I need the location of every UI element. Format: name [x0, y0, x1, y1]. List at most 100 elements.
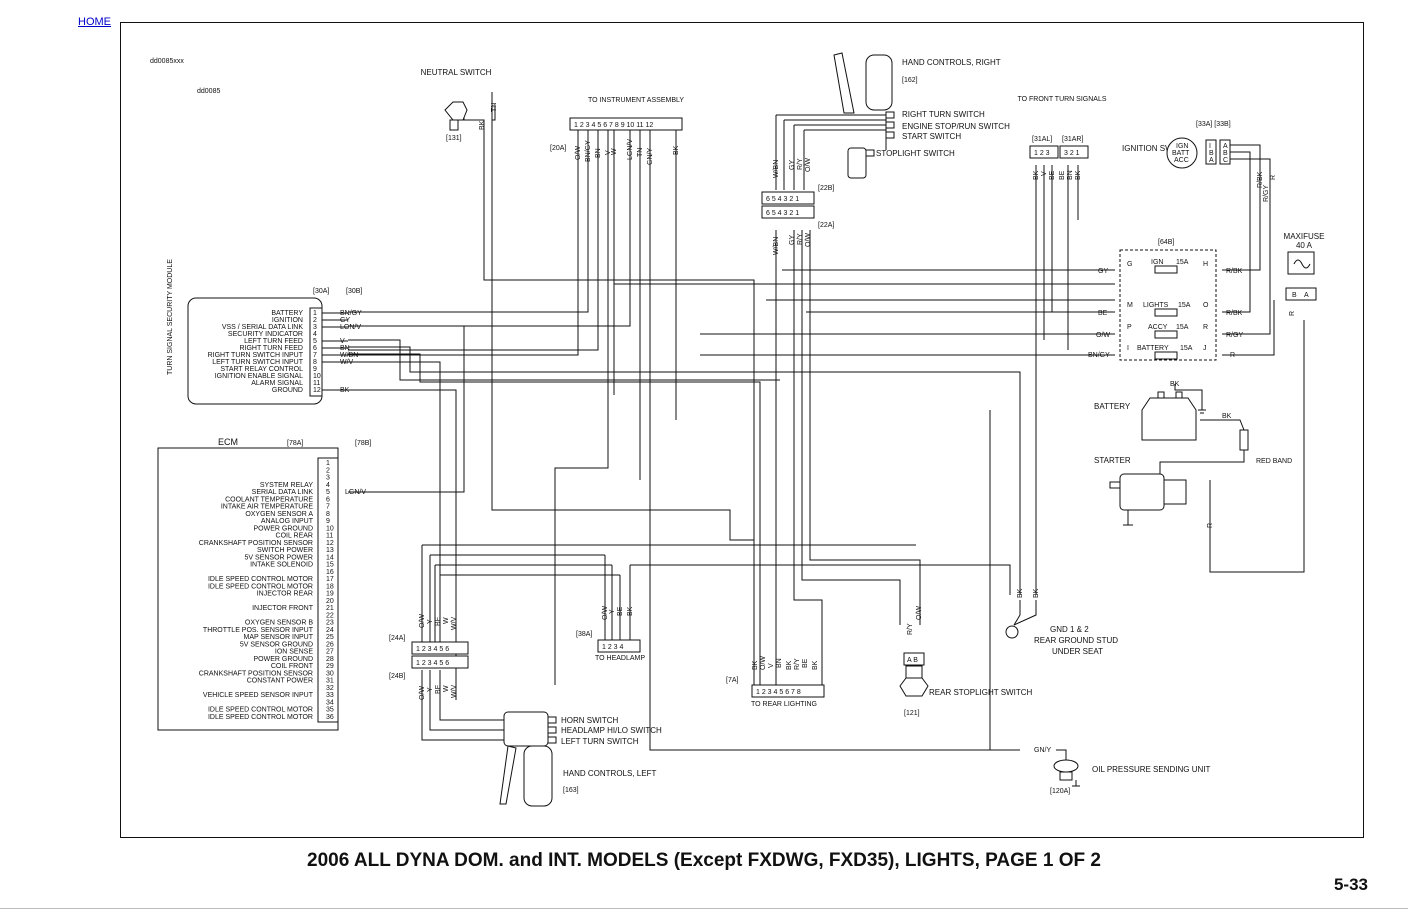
- fuse-row: GY G IGN 15A H R/BK: [1098, 259, 1243, 275]
- stoplight-ref: [121]: [904, 710, 920, 717]
- wire-label: BN: [340, 345, 350, 352]
- ecm-pin-number: 22: [326, 612, 334, 619]
- ecm-pin-name: 5V SENSOR POWER: [245, 554, 313, 561]
- ecm-pin-name: SWITCH POWER: [257, 547, 313, 554]
- wire-label: LGN/V: [340, 324, 361, 331]
- ecm-pin-number: 16: [326, 569, 334, 576]
- wire-label: BK: [479, 120, 486, 130]
- ecm-pin-name: INJECTOR FRONT: [252, 605, 314, 612]
- ecm-pin-name: IDLE SPEED CONTROL MOTOR: [208, 714, 313, 721]
- fuse-pin: O: [1203, 302, 1209, 309]
- starter-label: STARTER: [1094, 456, 1131, 465]
- ground-label-2: REAR GROUND STUD: [1034, 636, 1118, 645]
- ecm-pin-number: 31: [326, 678, 334, 685]
- ecm-title: ECM: [218, 437, 238, 447]
- conn-ref-22a: [22A]: [818, 222, 834, 229]
- doc-code: dd0085xxx: [150, 58, 184, 65]
- fuse-row: O/W P ACCY 15A R R/GY: [1096, 324, 1243, 339]
- wire-label: W/BN: [773, 237, 780, 255]
- tssm-pin-name: ALARM SIGNAL: [251, 380, 303, 387]
- ecm-pin-number: 1: [326, 460, 330, 467]
- switch-label: ENGINE STOP/RUN SWITCH: [902, 122, 1010, 131]
- wire-label: BE: [617, 606, 624, 616]
- wire-label: Y: [609, 609, 616, 614]
- tssm-pin-name: IGNITION ENABLE SIGNAL: [215, 373, 303, 380]
- switch-label: HORN SWITCH: [561, 716, 619, 725]
- tssm-pin-name: BATTERY: [271, 310, 303, 317]
- wire-label: TN: [637, 148, 644, 157]
- ecm-pin-number: 30: [326, 670, 334, 677]
- home-link[interactable]: HOME: [78, 16, 111, 28]
- ecm-pin-name: OXYGEN SENSOR B: [245, 620, 313, 627]
- ignition-contact: ACC: [1174, 157, 1189, 164]
- ecm-pin-number: 7: [326, 504, 330, 511]
- wire-label: GY: [1098, 268, 1108, 275]
- wire-label: R: [1230, 352, 1235, 359]
- ecm-pin-name: CONSTANT POWER: [247, 678, 313, 685]
- pin: B: [1209, 150, 1214, 157]
- switch-label: HEADLAMP HI/LO SWITCH: [561, 726, 662, 735]
- fuse-name: LIGHTS: [1143, 302, 1169, 309]
- wire-label: R/GY: [1263, 185, 1270, 202]
- wire-label: BK: [1075, 170, 1082, 180]
- fuse-pin: R: [1203, 324, 1208, 331]
- switch-label: LEFT TURN SWITCH: [561, 737, 639, 746]
- pin: B: [1223, 150, 1228, 157]
- tssm-pin-number: 12: [313, 387, 321, 394]
- ecm-pin-number: 17: [326, 576, 334, 583]
- ecm-pin-name: SERIAL DATA LINK: [252, 489, 314, 496]
- tssm-pin-name: RIGHT TURN FEED: [239, 345, 303, 352]
- wire-label: W/V: [451, 684, 458, 698]
- wire-label: BN: [776, 658, 783, 668]
- ecm-pin-number: 11: [326, 533, 333, 540]
- diagram-frame: [120, 22, 1364, 838]
- maxifuse-label: MAXIFUSE: [1284, 232, 1325, 241]
- wire-label: Y: [427, 619, 434, 624]
- pin: B: [1292, 292, 1297, 299]
- front-turn-label: TO FRONT TURN SIGNALS: [1017, 96, 1106, 103]
- fuse-name: ACCY: [1148, 324, 1168, 331]
- fuse-block-ref: [64B]: [1158, 239, 1174, 246]
- tssm-pin-name: IGNITION: [272, 317, 303, 324]
- ecm-pin-name: MAP SENSOR INPUT: [244, 634, 314, 641]
- wire-label: BE: [1049, 170, 1056, 180]
- wire-label: BK: [340, 387, 350, 394]
- ecm-pin-number: 4: [326, 482, 330, 489]
- wire-label: W/BN: [773, 160, 780, 178]
- wire-label: R/Y: [907, 623, 914, 635]
- wire-label: BK: [1017, 588, 1024, 598]
- wire-label: R: [1270, 175, 1277, 180]
- wire-label: BE: [802, 658, 809, 668]
- wire-label: R/Y: [797, 158, 804, 170]
- connector-pins: 1 2 3 4: [602, 644, 624, 651]
- ground-label: GND 1 & 2: [1050, 625, 1089, 634]
- ecm-pin-name: COIL FRONT: [271, 663, 314, 670]
- ecm-pin-number: 15: [326, 562, 334, 569]
- hand-controls-left-label: HAND CONTROLS, LEFT: [563, 769, 656, 778]
- wire-label: BN/GY: [585, 140, 592, 162]
- tssm-conn-b: [30B]: [346, 288, 362, 295]
- wire-label: W/V: [340, 359, 354, 366]
- ignition-switch-label: IGNITION SWITCH: [1122, 144, 1192, 153]
- wire-label: GY: [789, 235, 796, 245]
- wire-label: BE: [435, 616, 442, 626]
- tssm-pin-number: 2: [313, 317, 317, 324]
- connector-pins: 1 2 3 4 5 6 7 8: [756, 689, 801, 696]
- tssm-pin-name: RIGHT TURN SWITCH INPUT: [208, 352, 304, 359]
- tssm-pin-name: LEFT TURN FEED: [244, 338, 303, 345]
- wire-label: BK: [1033, 588, 1040, 598]
- wire-label: BE: [1098, 310, 1108, 317]
- ecm-pin-number: 6: [326, 496, 330, 503]
- fuse-amp: 15A: [1176, 259, 1189, 266]
- tssm-pin-number: 9: [313, 366, 317, 373]
- oil-pressure-label: OIL PRESSURE SENDING UNIT: [1092, 765, 1211, 774]
- ecm-pin-name: VEHICLE SPEED SENSOR INPUT: [203, 692, 314, 699]
- fuse-name: IGN: [1151, 259, 1163, 266]
- connector-pins: 3 2 1: [1064, 150, 1080, 157]
- wire-label: GY: [789, 160, 796, 170]
- wire-label: BN/GY: [340, 310, 362, 317]
- wire-label: R: [1207, 523, 1214, 528]
- wire-label: BK: [673, 145, 680, 155]
